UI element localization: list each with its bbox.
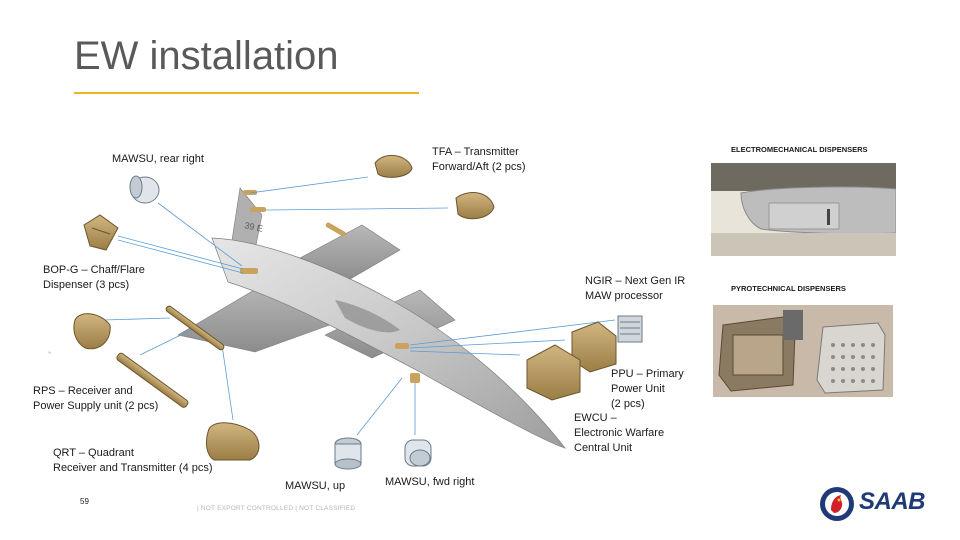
qrt-unit <box>205 422 260 461</box>
label-mawsu-rear-right: MAWSU, rear right <box>112 153 204 165</box>
rps-rail-unit <box>116 305 225 408</box>
aircraft-fuselage: 39 E <box>211 220 566 449</box>
leader-lines <box>103 176 616 436</box>
tfa-aft-unit <box>455 192 495 220</box>
bop-g-unit <box>83 214 119 251</box>
aircraft-marking: 39 E <box>244 220 264 234</box>
mawsu-up-unit <box>334 437 362 470</box>
label-rps: RPS – Receiver and Power Supply unit (2 … <box>33 385 159 412</box>
mounting-points <box>240 190 420 383</box>
mawsu-fwd-right-unit <box>404 439 432 467</box>
label-tfa: TFA – Transmitter Forward/Aft (2 pcs) <box>432 146 526 173</box>
saab-griffin-icon <box>820 487 854 521</box>
pyrotechnical-dispensers-photo <box>713 305 893 397</box>
label-ppu: PPU – Primary Power Unit (2 pcs) <box>611 368 684 410</box>
label-qrt: QRT – Quadrant Receiver and Transmitter … <box>53 447 213 474</box>
label-mawsu-up: MAWSU, up <box>285 480 346 492</box>
classification-footer: | NOT EXPORT CONTROLLED | NOT CLASSIFIED <box>197 505 356 512</box>
label-mawsu-fwd-right: MAWSU, fwd right <box>385 476 475 488</box>
heading-pyrotechnical: PYROTECHNICAL DISPENSERS <box>731 284 846 293</box>
tfa-fwd-unit <box>374 154 413 178</box>
ewcu-unit <box>526 344 581 401</box>
mawsu-rear-right-unit <box>129 175 160 204</box>
heading-electromechanical: ELECTROMECHANICAL DISPENSERS <box>731 145 868 154</box>
page-title: EW installation <box>74 34 339 78</box>
svg-text:*: * <box>48 350 51 359</box>
rps-unit <box>73 313 111 350</box>
label-bop-g: BOP-G – Chaff/Flare Dispenser (3 pcs) <box>43 264 145 291</box>
electromechanical-dispensers-photo <box>711 163 896 256</box>
page-number: 59 <box>80 497 89 506</box>
saab-wordmark: SAAB <box>859 488 926 515</box>
ngir-unit <box>617 315 643 343</box>
label-ngir: NGIR – Next Gen IR MAW processor <box>585 275 686 302</box>
label-ewcu: EWCU – Electronic Warfare Central Unit <box>574 412 665 454</box>
title-underline <box>74 92 419 94</box>
saab-logo: SAAB <box>819 486 939 524</box>
